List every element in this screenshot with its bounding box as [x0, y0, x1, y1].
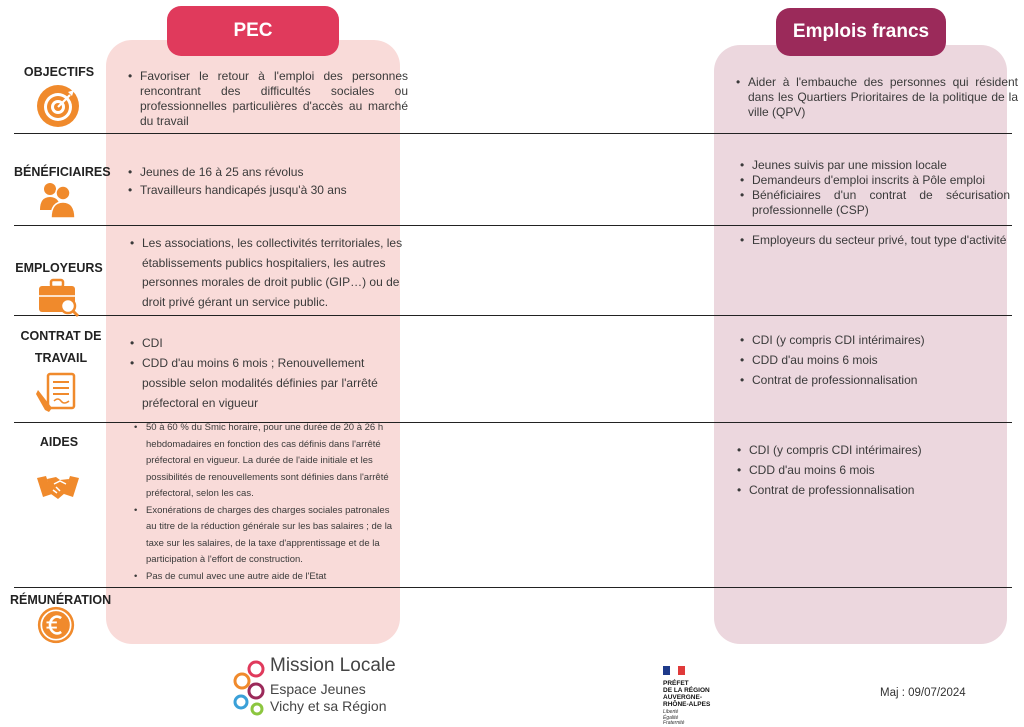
pec-header: PEC	[167, 6, 339, 56]
list-item: 50 à 60 % du Smic horaire, pour une duré…	[134, 420, 396, 503]
list-item: Jeunes suivis par une mission locale	[740, 158, 1010, 173]
target-icon	[37, 85, 79, 127]
ef-contrat-list: CDI (y compris CDI intérimaires) CDD d'a…	[736, 330, 1020, 390]
row-label-beneficiaires: BÉNÉFICIAIRES	[14, 165, 111, 179]
pec-objectifs-list: Favoriser le retour à l'emploi des perso…	[124, 69, 408, 129]
row-label-objectifs: OBJECTIFS	[23, 65, 95, 79]
list-item: CDI (y compris CDI intérimaires)	[740, 330, 1020, 350]
row-label-employeurs: EMPLOYEURS	[15, 261, 103, 275]
row-divider	[14, 587, 1012, 588]
list-item: Bénéficiaires d'un contrat de sécurisati…	[740, 188, 1010, 218]
ef-aides-list: CDI (y compris CDI intérimaires) CDD d'a…	[733, 440, 1017, 500]
prefet-logo: PRÉFET DE LA RÉGION AUVERGNE- RHÔNE-ALPE…	[663, 662, 733, 727]
list-item: Jeunes de 16 à 25 ans révolus	[128, 163, 408, 181]
mission-locale-line1: Espace Jeunes	[270, 681, 366, 697]
pec-contrat-list: CDI CDD d'au moins 6 mois ; Renouvelleme…	[126, 333, 406, 413]
pec-employeurs-list: Les associations, les collectivités terr…	[126, 234, 406, 312]
row-label-contrat: CONTRAT DE TRAVAIL	[20, 329, 102, 365]
list-item: Les associations, les collectivités terr…	[130, 234, 406, 312]
list-item: Demandeurs d'emploi inscrits à Pôle empl…	[740, 173, 1010, 188]
row-label-remuneration: RÉMUNÉRATION	[10, 593, 112, 607]
update-date: Maj : 09/07/2024	[880, 687, 966, 699]
list-item: CDD d'au moins 6 mois ; Renouvellement p…	[130, 353, 406, 413]
list-item: Contrat de professionnalisation	[740, 370, 1020, 390]
row-divider	[14, 422, 1012, 423]
list-item: Pas de cumul avec une autre aide de l'Et…	[134, 569, 396, 586]
row-divider	[14, 315, 1012, 316]
marianne-flag-icon	[663, 666, 685, 675]
pec-aides-list: 50 à 60 % du Smic horaire, pour une duré…	[130, 420, 396, 585]
briefcase-search-icon	[39, 278, 80, 318]
list-item: Travailleurs handicapés jusqu'à 30 ans	[128, 181, 408, 199]
mission-locale-title: Mission Locale	[270, 655, 396, 676]
prefet-title: PRÉFET DE LA RÉGION AUVERGNE- RHÔNE-ALPE…	[663, 680, 711, 708]
ef-objectifs-list: Aider à l'embauche des personnes qui rés…	[732, 75, 1018, 120]
list-item: Employeurs du secteur privé, tout type d…	[740, 233, 1020, 248]
ef-employeurs-list: Employeurs du secteur privé, tout type d…	[736, 233, 1020, 248]
emplois-francs-header: Emplois francs	[776, 8, 946, 56]
ef-beneficiaires-list: Jeunes suivis par une mission locale Dem…	[736, 158, 1010, 218]
mission-locale-logo-mark	[233, 660, 265, 716]
row-divider	[14, 133, 1012, 134]
row-label-aides: AIDES	[39, 435, 79, 449]
list-item: Favoriser le retour à l'emploi des perso…	[128, 69, 408, 129]
list-item: Contrat de professionnalisation	[737, 480, 1017, 500]
prefet-motto: Liberté Égalité Fraternité	[663, 709, 685, 726]
handshake-icon	[37, 476, 79, 499]
people-icon	[40, 183, 76, 219]
row-divider	[14, 225, 1012, 226]
mission-locale-line2: Vichy et sa Région	[270, 698, 387, 714]
list-item: CDD d'au moins 6 mois	[740, 350, 1020, 370]
list-item: CDI (y compris CDI intérimaires)	[737, 440, 1017, 460]
list-item: CDI	[130, 333, 406, 353]
list-item: Exonérations de charges des charges soci…	[134, 503, 396, 569]
pec-beneficiaires-list: Jeunes de 16 à 25 ans révolus Travailleu…	[124, 163, 408, 199]
list-item: Aider à l'embauche des personnes qui rés…	[736, 75, 1018, 120]
contract-pen-icon	[36, 372, 76, 412]
mission-locale-logo: Mission Locale Espace Jeunes Vichy et sa…	[230, 655, 400, 717]
euro-icon	[37, 606, 75, 644]
list-item: CDD d'au moins 6 mois	[737, 460, 1017, 480]
